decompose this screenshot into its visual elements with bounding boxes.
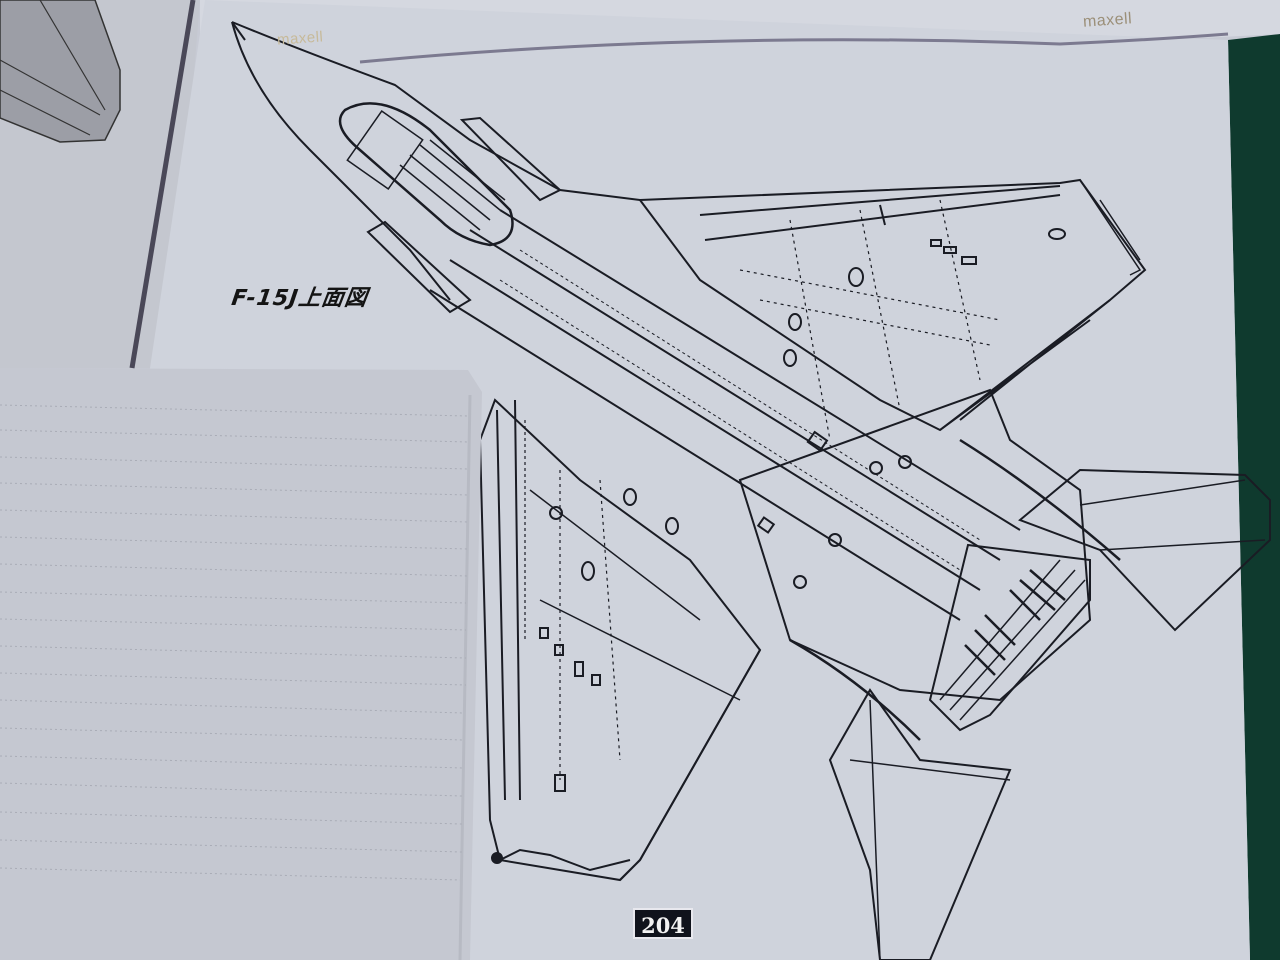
notepad	[0, 368, 482, 960]
fuselage-spine	[429, 209, 1021, 621]
right-tail-boom	[959, 438, 1121, 561]
engine-nozzles	[928, 543, 1091, 732]
left-drawing-lines	[0, 0, 106, 136]
fuselage-lower-outline	[231, 21, 451, 301]
drawing-title: F-15J上面図	[229, 286, 370, 311]
right-intake	[459, 116, 562, 202]
left-stabilizer	[828, 688, 1012, 960]
left-intake	[366, 220, 472, 314]
green-mat	[1228, 34, 1280, 960]
sheet-fold	[359, 32, 1229, 64]
right-stabilizer	[1018, 468, 1271, 632]
left-drawing-fragment	[0, 0, 121, 143]
left-tail-boom	[789, 638, 921, 741]
aircraft-drawing	[231, 21, 1271, 960]
brand-label-right: maxell	[1082, 10, 1133, 31]
page-number-badge: 204	[633, 908, 693, 939]
notepad-rules	[0, 404, 469, 881]
aft-fuselage	[738, 388, 1092, 702]
brand-label-left: maxell	[276, 28, 324, 49]
notepad-sheet	[0, 368, 482, 960]
canopy	[338, 102, 514, 247]
fuselage-upper-outline	[231, 21, 641, 201]
left-page-edge	[129, 0, 196, 369]
